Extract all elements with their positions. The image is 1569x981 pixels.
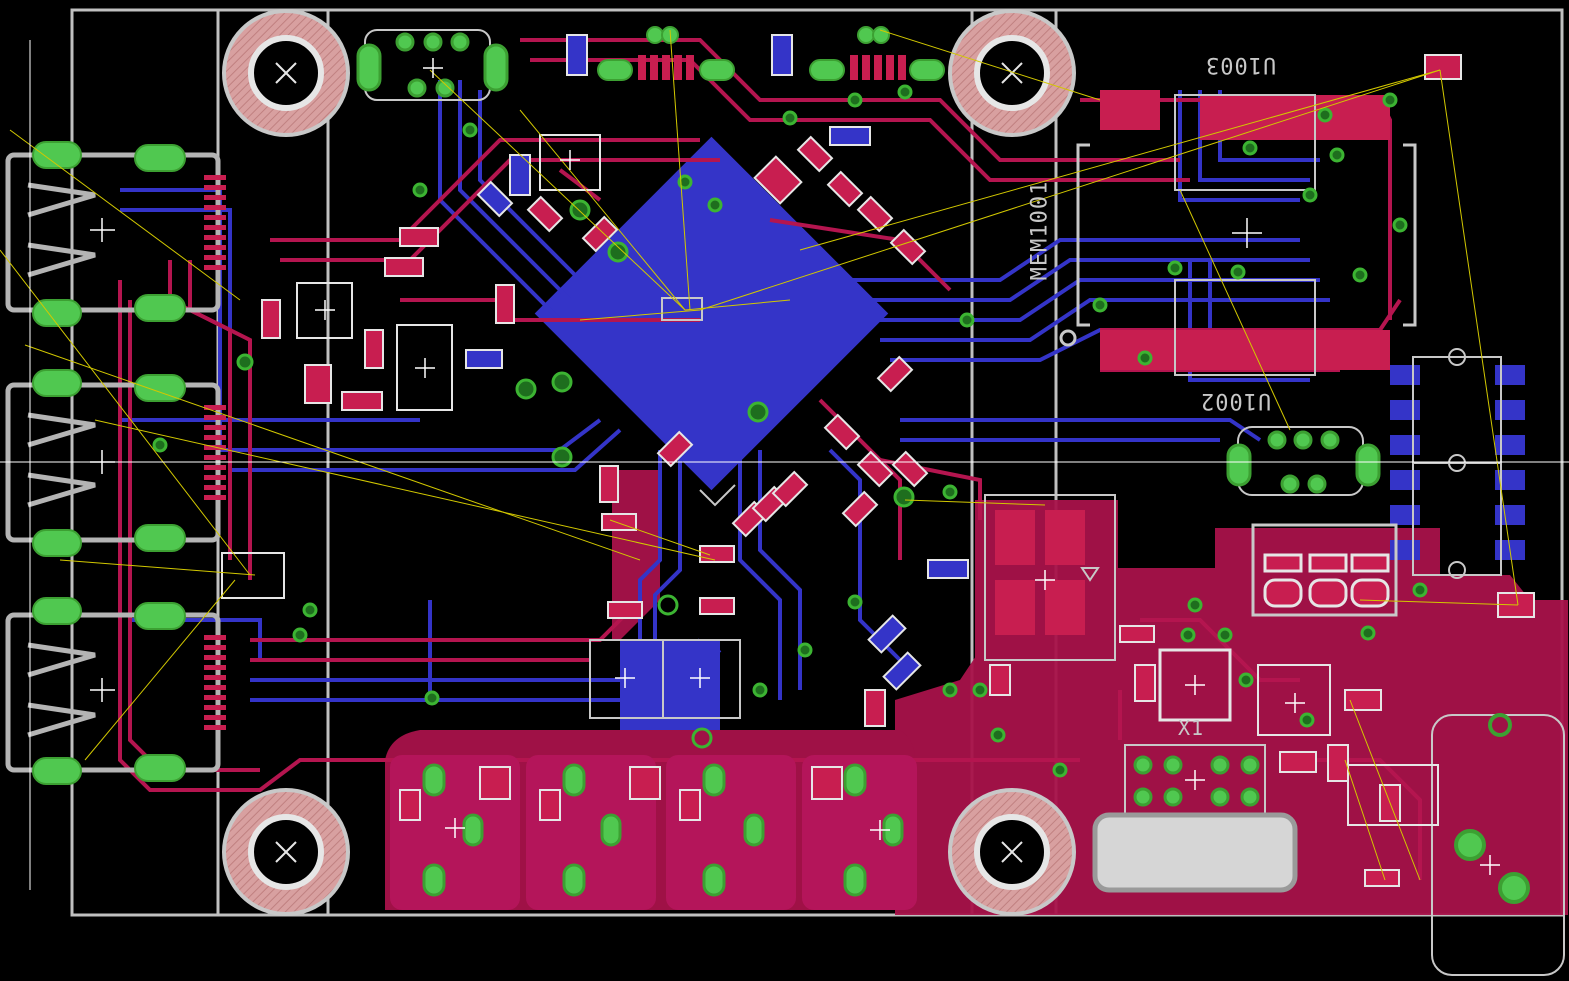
dip-ic-right[interactable] <box>1412 348 1502 579</box>
small-ics[interactable] <box>221 134 1439 826</box>
ratsnest-airwires <box>0 29 1519 881</box>
micro-usb-top-1[interactable] <box>597 26 735 81</box>
origin-crosshair <box>0 40 1569 890</box>
cross-circle-icon <box>1001 841 1023 863</box>
header-connector-right[interactable] <box>1226 426 1381 496</box>
mounting-hole-bottom-left <box>222 788 350 916</box>
usb-pads[interactable] <box>32 141 226 785</box>
cross-circle-icon <box>275 62 297 84</box>
smd-rotated-parts[interactable] <box>526 135 929 538</box>
cross-circle-icon <box>275 841 297 863</box>
header-connector-top[interactable] <box>356 29 509 101</box>
mcu-outline <box>589 297 741 719</box>
usb-connector-bottom <box>5 612 221 773</box>
crystal-x1[interactable] <box>1092 648 1298 893</box>
label-mem1001: MEM1001 <box>1027 180 1053 281</box>
mounting-hole-bottom-right <box>948 788 1076 916</box>
cross-circle-icon <box>1001 62 1023 84</box>
label-u1002: U1002 <box>1200 388 1272 413</box>
vias[interactable] <box>152 84 1428 778</box>
smd-resistors[interactable] <box>261 54 1535 887</box>
relay-block[interactable] <box>984 494 1116 661</box>
mounting-hole-top-left <box>222 9 350 137</box>
voltage-regulator[interactable] <box>1251 523 1398 617</box>
usb-connector-top <box>5 152 221 313</box>
smd-bottom-parts[interactable] <box>465 34 969 691</box>
memory-module-mem1001[interactable] <box>1059 90 1417 376</box>
power-jack[interactable] <box>1431 713 1565 976</box>
label-x1: X1 <box>1178 716 1205 740</box>
micro-usb-top-2[interactable] <box>809 26 945 81</box>
plus-icon <box>90 58 1500 875</box>
mounting-hole-top-right <box>948 9 1076 137</box>
label-u1003: U1003 <box>1205 52 1277 77</box>
